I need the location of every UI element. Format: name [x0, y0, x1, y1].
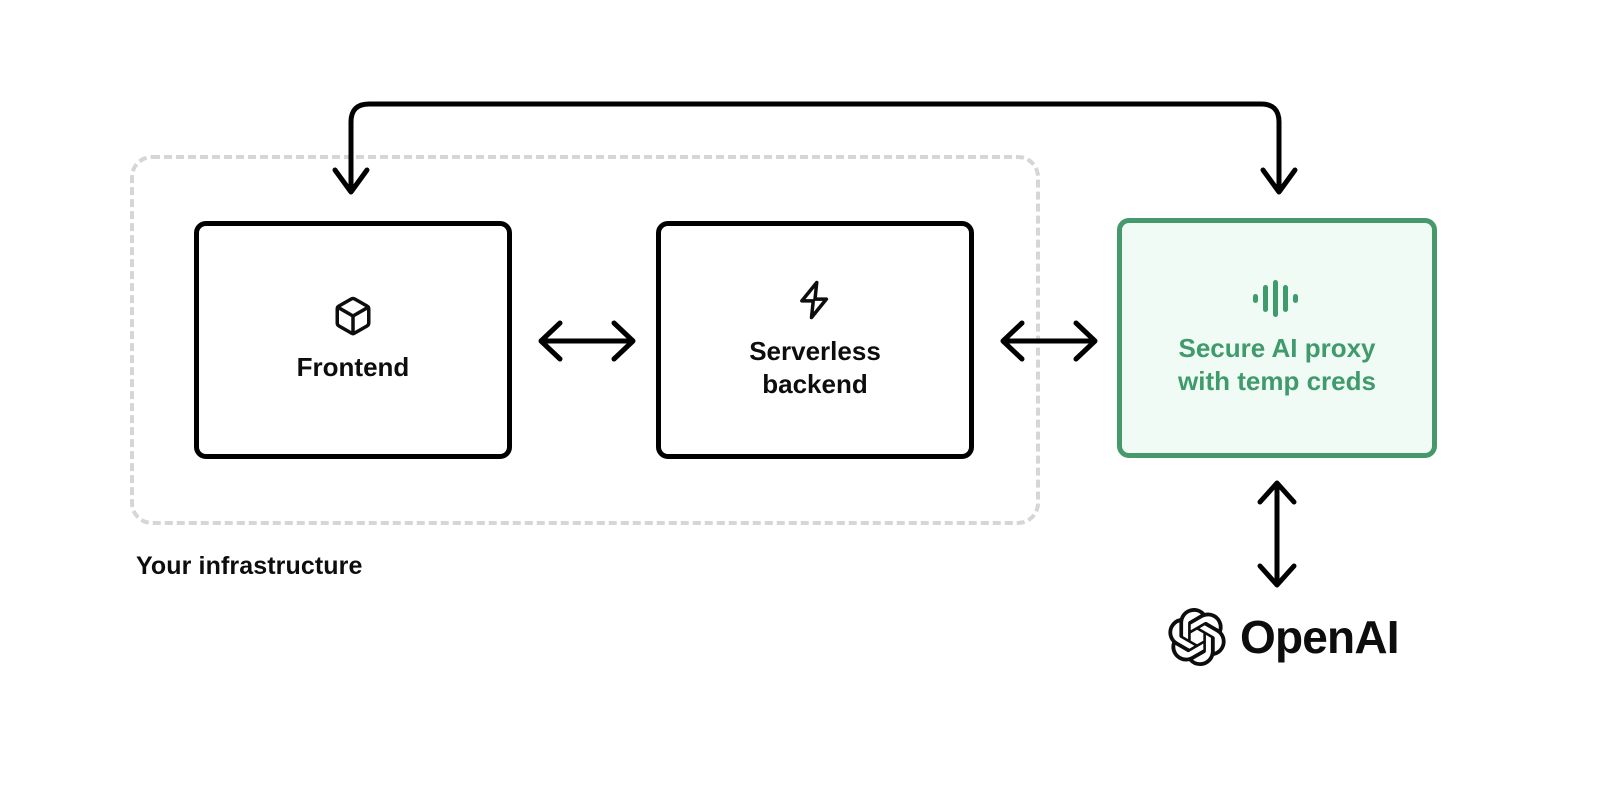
connector-frontend-backend: [538, 320, 636, 362]
infrastructure-label: Your infrastructure: [136, 552, 363, 580]
node-frontend[interactable]: Frontend: [194, 221, 512, 459]
openai-wordmark: OpenAI: [1240, 611, 1400, 663]
cube-icon: [332, 295, 374, 337]
audio-waveform-icon: [1251, 278, 1303, 318]
openai-blossom-icon: [1168, 608, 1226, 667]
node-serverless-backend[interactable]: Serverless backend: [656, 221, 974, 459]
connector-top-loop: [332, 101, 1298, 195]
connector-backend-proxy: [1000, 320, 1098, 362]
lightning-bolt-icon: [794, 279, 836, 321]
connector-proxy-openai: [1257, 480, 1297, 588]
node-frontend-label: Frontend: [296, 352, 410, 383]
openai-lockup: OpenAI: [1168, 608, 1400, 667]
node-secure-ai-proxy-label: Secure AI proxy with temp creds: [1178, 332, 1376, 396]
node-serverless-backend-label: Serverless backend: [749, 335, 881, 399]
node-secure-ai-proxy[interactable]: Secure AI proxy with temp creds: [1117, 218, 1437, 458]
